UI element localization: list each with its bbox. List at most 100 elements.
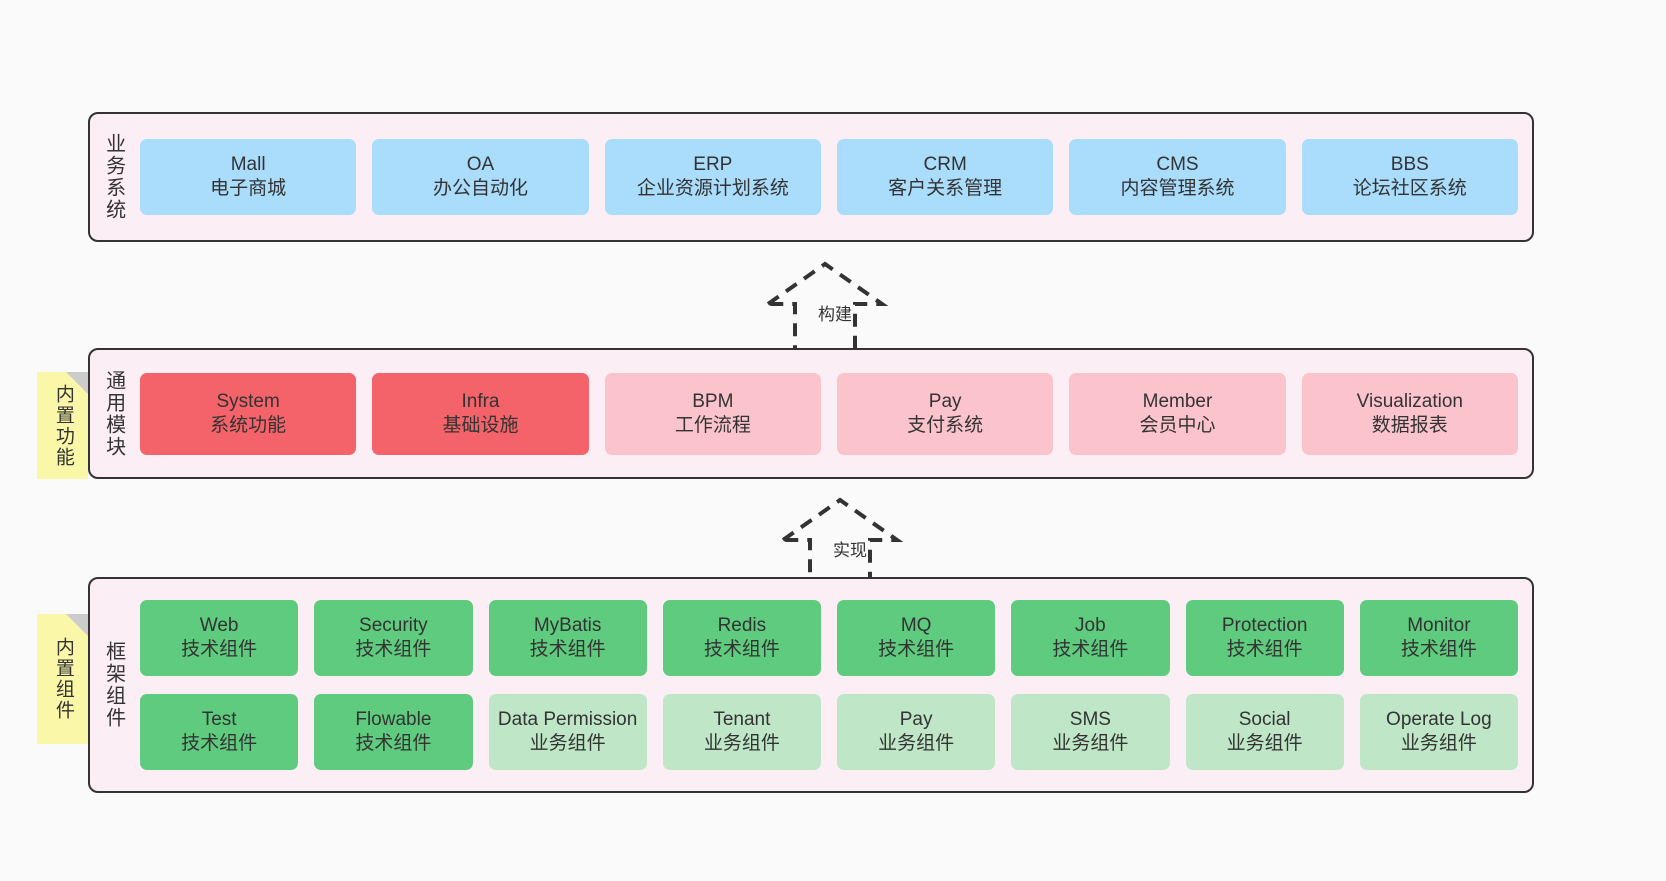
card-title-en: MQ bbox=[900, 615, 932, 637]
card-title-cn: 业务组件 bbox=[878, 733, 955, 754]
card-title-cn: 业务组件 bbox=[1052, 733, 1129, 754]
card-title-en: Visualization bbox=[1356, 390, 1463, 412]
card-title-en: Test bbox=[201, 709, 237, 731]
card-title-en: Monitor bbox=[1407, 615, 1471, 637]
build-arrow: 构建 bbox=[760, 258, 910, 353]
card-title-cn: 技术组件 bbox=[181, 639, 258, 660]
card-title-en: Flowable bbox=[355, 709, 432, 731]
card-title-en: Pay bbox=[899, 709, 933, 731]
card-title-en: CMS bbox=[1156, 154, 1199, 176]
note-fold-icon bbox=[66, 614, 88, 636]
card-title-cn: 技术组件 bbox=[703, 639, 780, 660]
card-title-en: Pay bbox=[928, 390, 962, 412]
card-title-cn: 基础设施 bbox=[442, 414, 519, 436]
card-title-cn: 业务组件 bbox=[703, 733, 780, 754]
card-title-en: Infra bbox=[461, 390, 500, 412]
card-title-en: Operate Log bbox=[1386, 709, 1492, 731]
card-title-cn: 支付系统 bbox=[907, 414, 984, 436]
common-module-layer-title: 通用模块 bbox=[102, 369, 125, 458]
card-title-cn: 技术组件 bbox=[878, 639, 955, 660]
card-title-cn: 办公自动化 bbox=[432, 178, 528, 199]
card-title-cn: 技术组件 bbox=[355, 639, 432, 660]
card-title-cn: 内容管理系统 bbox=[1120, 178, 1235, 199]
card-title-cn: 技术组件 bbox=[529, 639, 606, 660]
card-title-cn: 技术组件 bbox=[355, 733, 432, 754]
build-arrow-label: 构建 bbox=[818, 305, 852, 324]
card-title-en: MyBatis bbox=[533, 615, 602, 637]
business-system-layer-title: 业务系统 bbox=[102, 133, 125, 221]
builtin-component-note-label: 内置组件 bbox=[52, 637, 74, 721]
builtin-feature-note: 内置功能 bbox=[37, 372, 88, 479]
card-title-en: BPM bbox=[692, 390, 734, 412]
card-title-cn: 企业资源计划系统 bbox=[636, 178, 789, 199]
card-title-cn: 技术组件 bbox=[1052, 639, 1129, 660]
card-title-cn: 技术组件 bbox=[1400, 639, 1477, 660]
implement-arrow: 实现 bbox=[775, 494, 925, 589]
card-title-en: Job bbox=[1075, 615, 1106, 637]
card-title-en: Member bbox=[1142, 390, 1213, 412]
card-title-en: Web bbox=[199, 615, 239, 637]
card-title-en: Protection bbox=[1221, 615, 1308, 637]
builtin-feature-note-label: 内置功能 bbox=[52, 383, 74, 468]
card-title-cn: 技术组件 bbox=[181, 733, 258, 754]
card-title-en: CRM bbox=[923, 154, 967, 176]
card-title-cn: 工作流程 bbox=[674, 414, 751, 436]
framework-component-layer-title: 框架组件 bbox=[102, 641, 125, 729]
card-title-en: SMS bbox=[1069, 709, 1111, 731]
card-title-cn: 业务组件 bbox=[529, 733, 606, 754]
card-title-en: Security bbox=[359, 615, 428, 637]
card-title-cn: 客户关系管理 bbox=[888, 178, 1003, 199]
card-title-cn: 业务组件 bbox=[1226, 733, 1303, 754]
card-title-en: System bbox=[216, 390, 280, 412]
card-title-en: ERP bbox=[693, 154, 733, 176]
note-fold-icon bbox=[66, 372, 88, 394]
card-title-cn: 业务组件 bbox=[1400, 733, 1477, 754]
card-title-en: Redis bbox=[717, 615, 767, 637]
card-title-cn: 技术组件 bbox=[1226, 639, 1303, 660]
card-title-en: OA bbox=[466, 154, 495, 176]
builtin-component-note: 内置组件 bbox=[37, 614, 88, 744]
card-title-en: Data Permission bbox=[497, 709, 638, 731]
card-title-cn: 会员中心 bbox=[1139, 414, 1216, 436]
card-title-en: BBS bbox=[1390, 154, 1429, 176]
card-title-en: Social bbox=[1238, 709, 1291, 731]
card-title-cn: 系统功能 bbox=[210, 414, 287, 436]
card-title-en: Mall bbox=[230, 154, 266, 176]
